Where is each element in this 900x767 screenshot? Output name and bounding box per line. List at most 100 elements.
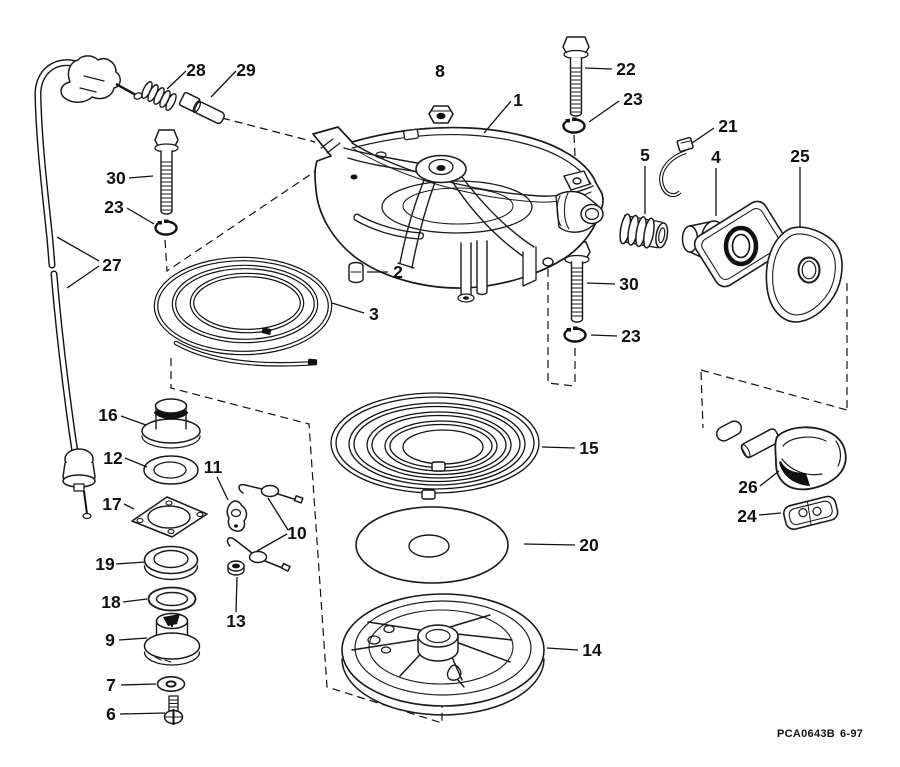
gasket-plate: [131, 496, 208, 538]
callout-label: 1: [513, 90, 523, 110]
starter-rope: [153, 256, 333, 367]
callout-label: 14: [582, 640, 602, 660]
hex-bolt-long-left: [154, 129, 179, 215]
rope-grommet: [681, 200, 789, 288]
callout-23-right: 23: [590, 326, 641, 346]
figure-date: 6-97: [840, 728, 863, 740]
callout-1: 1: [483, 90, 523, 134]
callout-label: 7: [106, 675, 116, 695]
callout-15: 15: [541, 438, 599, 458]
starter-housing: [312, 126, 604, 303]
pawl-springs: [226, 483, 304, 572]
seal-ring: [143, 545, 199, 581]
pulley-spokes: [351, 614, 513, 681]
callout-label: 25: [790, 146, 810, 166]
callout-8: 8: [435, 61, 445, 81]
callout-label: 21: [718, 116, 738, 136]
callout-13: 13: [226, 576, 246, 631]
callout-label: 10: [287, 523, 307, 543]
lock-washer-right: [563, 325, 587, 343]
callout-label: 3: [369, 304, 379, 324]
callout-label: 6: [106, 704, 116, 724]
callout-2: 2: [367, 262, 403, 282]
figure-footer: PCA0643B 6-97: [777, 728, 863, 740]
detent-spring: [141, 81, 177, 111]
callout-14: 14: [546, 640, 602, 660]
callout-label: 5: [640, 145, 650, 165]
lockout-cable: [34, 55, 143, 520]
callout-3: 3: [331, 302, 379, 324]
callout-label: 29: [236, 60, 256, 80]
rope-outlet-boss: [555, 190, 604, 233]
washer-ring: [143, 455, 199, 485]
callout-9: 9: [105, 630, 148, 650]
callout-label: 23: [621, 326, 641, 346]
callout-17: 17: [102, 494, 135, 514]
callout-label: 28: [186, 60, 206, 80]
callout-29: 29: [210, 60, 256, 98]
spring-nut: [227, 560, 245, 576]
callout-18: 18: [101, 592, 148, 612]
callout-19: 19: [95, 554, 146, 574]
callout-20: 20: [523, 535, 599, 555]
cover-plate: [765, 226, 843, 323]
callout-27: 27: [56, 236, 122, 289]
callout-label: 16: [98, 405, 118, 425]
callout-label: 12: [103, 448, 123, 468]
callout-label: 26: [738, 477, 758, 497]
callout-11: 11: [204, 457, 229, 501]
callout-label: 13: [226, 611, 246, 631]
callout-21: 21: [691, 116, 738, 144]
rope-anchor: [783, 495, 839, 531]
bushing-cup: [141, 398, 201, 449]
callout-label: 22: [616, 59, 636, 79]
callout-label: 15: [579, 438, 599, 458]
flat-washer: [156, 675, 186, 692]
callout-label: 8: [435, 61, 445, 81]
cable-end-connector: [60, 55, 143, 103]
callout-label: 4: [711, 147, 721, 167]
callout-6: 6: [106, 704, 166, 724]
callout-5: 5: [640, 145, 650, 214]
hex-nut: [428, 105, 454, 124]
tie-strap: [659, 136, 694, 198]
callout-label: 30: [619, 274, 639, 294]
cable-fitting: [178, 91, 225, 125]
pawl: [226, 500, 248, 532]
callout-30-left: 30: [106, 168, 154, 188]
callout-label: 17: [102, 494, 121, 514]
callout-7: 7: [106, 675, 157, 695]
callout-26: 26: [738, 470, 780, 497]
callout-label: 23: [623, 89, 643, 109]
callout-label: 19: [95, 554, 115, 574]
callout-label: 20: [579, 535, 599, 555]
lock-washer-top-right: [562, 116, 586, 134]
hex-bolt-22: [562, 36, 590, 117]
spool-bushing: [143, 612, 201, 666]
housing-legs: [457, 240, 537, 303]
callout-label: 11: [204, 457, 223, 477]
figure-code: PCA0643B: [777, 728, 835, 740]
callout-label: 24: [737, 506, 757, 526]
pan-screw: [163, 695, 184, 725]
callout-25: 25: [790, 146, 810, 227]
callout-label: 9: [105, 630, 115, 650]
callout-30-right: 30: [586, 274, 639, 294]
callout-label: 27: [102, 255, 121, 275]
callout-label: 2: [393, 262, 403, 282]
friction-disc: [355, 506, 509, 584]
callout-16: 16: [98, 405, 147, 426]
recoil-spring: [330, 392, 540, 500]
rope-guide-bellows: [619, 213, 669, 249]
callout-label: 18: [101, 592, 121, 612]
alignment-dashes: [164, 117, 848, 724]
callout-22: 22: [584, 59, 636, 79]
oval-seal: [147, 586, 197, 612]
callout-23-left: 23: [104, 197, 155, 225]
lock-washer-left: [154, 218, 178, 236]
callout-label: 23: [104, 197, 124, 217]
callout-12: 12: [103, 448, 148, 468]
starter-pulley: [341, 593, 545, 716]
